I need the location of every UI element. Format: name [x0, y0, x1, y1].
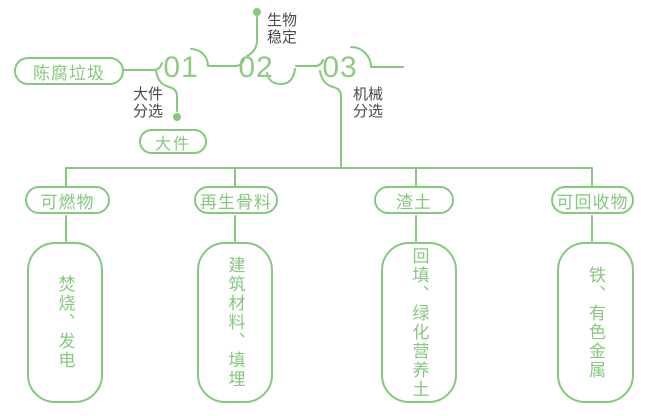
dot-output-large-item	[173, 113, 181, 121]
category-label: 渣土	[396, 192, 432, 212]
wire-03-tail	[350, 46, 404, 68]
wire-01-down-to-output	[155, 70, 178, 112]
dot-bio-stabilize	[253, 8, 261, 16]
large-item-node: 大件	[139, 129, 207, 154]
step-01-process-label: 大件分选	[133, 86, 164, 120]
disposal-text: 建筑材料、填埋	[225, 256, 245, 389]
category-node-recyclables: 可回收物	[551, 186, 634, 214]
disposal-text: 焚烧、发电	[55, 275, 75, 370]
disposal-box-combustibles: 焚烧、发电	[27, 242, 103, 403]
source-label: 陈腐垃圾	[33, 63, 105, 83]
disposal-box-recyclables: 铁、有色金属	[557, 242, 634, 403]
wire-02-up-to-bio	[246, 16, 258, 57]
disposal-box-recycled-aggregate: 建筑材料、填埋	[197, 242, 273, 403]
category-node-recycled-aggregate: 再生骨料	[194, 186, 278, 214]
step-number-03: 03	[322, 51, 358, 84]
category-node-combustibles: 可燃物	[25, 186, 110, 214]
wire-01-to-02	[190, 48, 245, 67]
disposal-box-slag-soil: 回填、绿化营养土	[381, 242, 457, 403]
branch-trunk	[65, 167, 593, 187]
step-number-01: 01	[163, 51, 199, 84]
arc-under-02	[266, 68, 296, 85]
large-item-label: 大件	[154, 135, 191, 153]
wire-02-to-03	[295, 59, 324, 67]
source-node: 陈腐垃圾	[14, 57, 124, 85]
category-node-slag-soil: 渣土	[374, 186, 454, 214]
step-02-process-label: 生物稳定	[267, 12, 298, 46]
wire-03-down-to-trunk	[319, 70, 342, 169]
category-label: 可燃物	[40, 192, 95, 212]
disposal-text: 铁、有色金属	[586, 265, 605, 380]
disposal-text: 回填、绿化营养土	[409, 246, 429, 399]
category-label: 可回收物	[556, 192, 629, 212]
category-label: 再生骨料	[200, 192, 272, 212]
wire-source-to-01	[123, 62, 163, 71]
step-number-02: 02	[238, 51, 274, 84]
step-03-process-label: 机械分选	[353, 86, 384, 120]
